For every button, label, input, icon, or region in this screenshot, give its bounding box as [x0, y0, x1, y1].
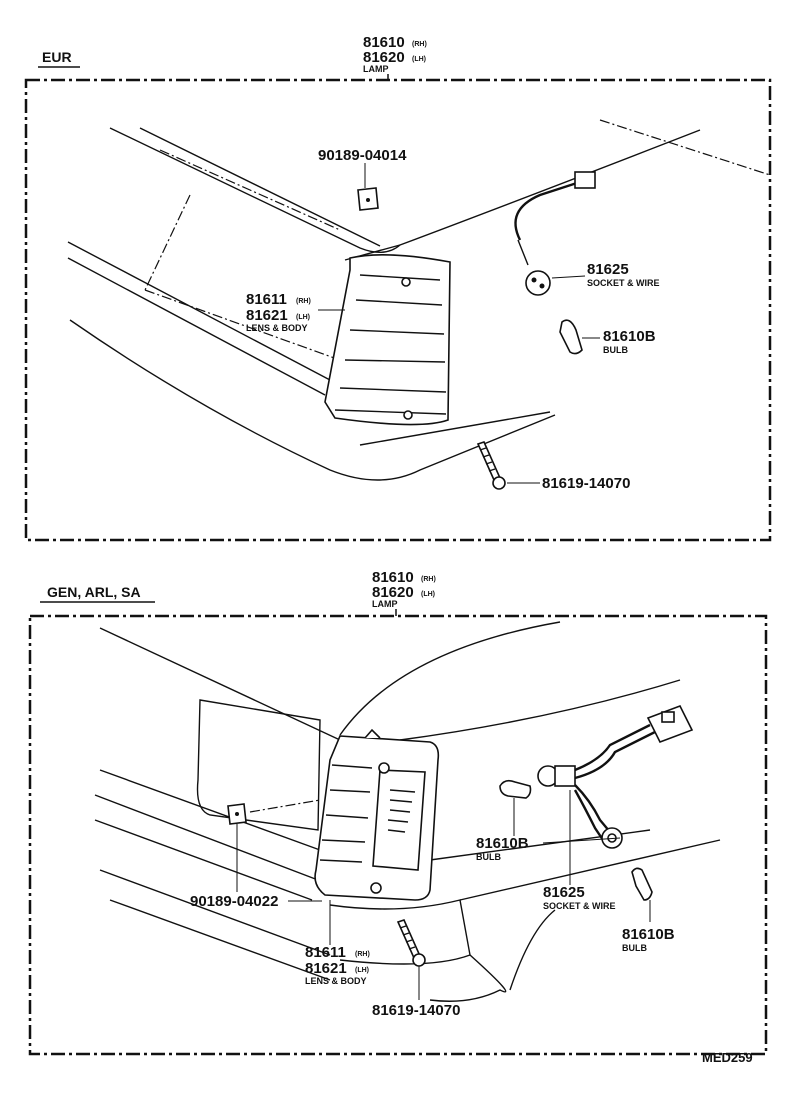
screw-number-bottom: 81619-14070: [372, 1002, 460, 1019]
bulb-number-top: 81610B: [603, 328, 656, 345]
svg-text:81610: 81610: [372, 569, 414, 586]
lamp-housing-icon: [324, 254, 451, 426]
svg-text:81611: 81611: [305, 944, 346, 961]
lens-label-top: 81611 (RH) 81621 (LH) LENS & BODY: [246, 291, 311, 333]
screw-icon-bottom: [396, 919, 426, 967]
svg-text:(LH): (LH): [412, 56, 426, 63]
bulb-icon-bottom-1: [499, 779, 532, 799]
frame-eur: [24, 78, 772, 542]
bulb-caption-top: BULB: [603, 345, 628, 355]
socket-icon: [514, 171, 596, 296]
socket-caption-bottom: SOCKET & WIRE: [543, 901, 616, 911]
clip-icon: [357, 187, 379, 211]
figure-code: MED259: [702, 1050, 753, 1065]
svg-text:(LH): (LH): [296, 314, 310, 321]
svg-text:LENS & BODY: LENS & BODY: [246, 323, 308, 333]
connector-icon: [601, 704, 694, 849]
frame-gen: [28, 614, 768, 1056]
svg-text:LAMP: LAMP: [363, 64, 389, 74]
clip-number-bottom: 90189-04022: [190, 893, 278, 910]
clip-icon-bottom: [227, 803, 247, 825]
bulb2-caption-bottom: BULB: [622, 943, 647, 953]
bulb-icon: [559, 319, 583, 355]
screw-icon: [476, 441, 506, 490]
car-body-bottom: [94, 621, 721, 1002]
svg-text:81620: 81620: [372, 584, 414, 601]
socket-icon-bottom: [537, 723, 656, 841]
svg-text:81621: 81621: [305, 960, 347, 977]
bulb-icon-bottom-2: [631, 867, 653, 901]
screw-number-top: 81619-14070: [542, 475, 630, 492]
svg-text:(RH): (RH): [296, 298, 311, 305]
svg-text:81621: 81621: [246, 307, 288, 324]
svg-text:(RH): (RH): [355, 951, 370, 958]
svg-text:81611: 81611: [246, 291, 287, 308]
socket-number-top: 81625: [587, 261, 629, 278]
svg-text:81620: 81620: [363, 49, 405, 66]
lamp-label-top: 81610 (RH) 81620 (LH) LAMP: [363, 34, 427, 74]
svg-text:81610: 81610: [363, 34, 405, 51]
region-label-eur: EUR: [42, 49, 72, 65]
bulb1-caption-bottom: BULB: [476, 852, 501, 862]
svg-text:(RH): (RH): [412, 41, 427, 48]
section-eur: EUR 81610 (RH) 81620 (LH) LAMP: [24, 34, 772, 542]
bulb1-number-bottom: 81610B: [476, 835, 529, 852]
lamp-label-bottom: 81610 (RH) 81620 (LH) LAMP: [372, 569, 436, 609]
bulb2-number-bottom: 81610B: [622, 926, 675, 943]
socket-caption-top: SOCKET & WIRE: [587, 278, 660, 288]
region-label-gen: GEN, ARL, SA: [47, 584, 141, 600]
svg-text:(LH): (LH): [355, 967, 369, 974]
car-body-top: [67, 119, 771, 481]
lamp-housing-icon-bottom: [314, 728, 440, 901]
socket-number-bottom: 81625: [543, 884, 585, 901]
section-gen: GEN, ARL, SA 81610 (RH) 81620 (LH) LAMP: [28, 569, 768, 1056]
svg-text:(LH): (LH): [421, 591, 435, 598]
svg-text:LAMP: LAMP: [372, 599, 398, 609]
svg-text:(RH): (RH): [421, 576, 436, 583]
clip-number-top: 90189-04014: [318, 147, 407, 164]
svg-text:LENS & BODY: LENS & BODY: [305, 976, 367, 986]
lens-label-bottom: 81611 (RH) 81621 (LH) LENS & BODY: [305, 944, 370, 986]
